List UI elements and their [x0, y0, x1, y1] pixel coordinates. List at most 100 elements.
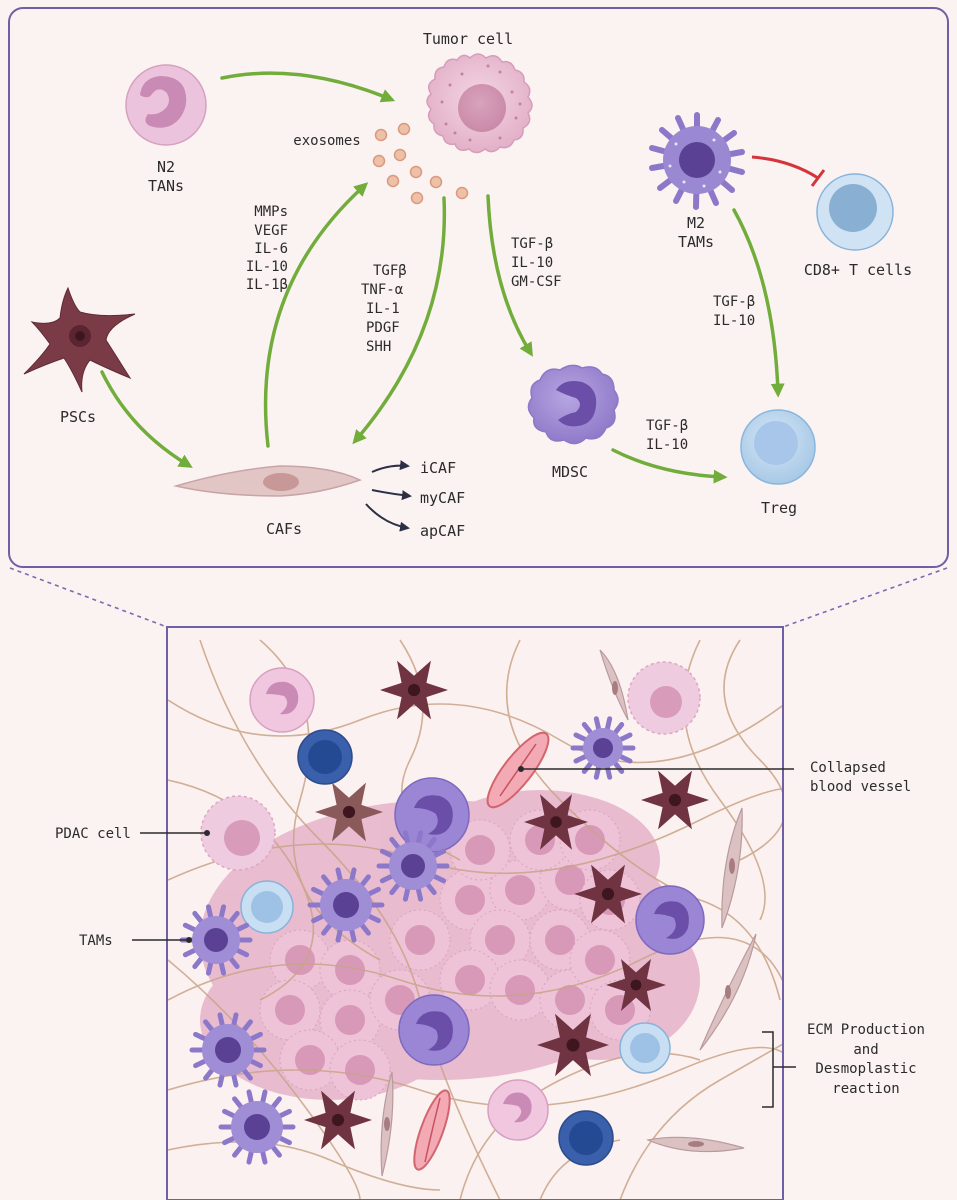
- pdac-nucleus: [585, 945, 615, 975]
- pdac-nucleus: [345, 1055, 375, 1085]
- svg-text:TGF-β: TGF-β: [511, 236, 553, 252]
- pdac-nucleus: [555, 985, 585, 1015]
- pdac-cell-label: PDAC cell: [55, 826, 131, 842]
- psc-cell: [537, 1013, 609, 1077]
- ecm-fiber: [168, 936, 782, 1001]
- mdsc-label: MDSC: [552, 463, 588, 481]
- psc-cell: [304, 1090, 372, 1150]
- tam-cell: [376, 830, 450, 902]
- neutrophil-cells: [249, 667, 549, 1141]
- caf-to-tumor-factors: MMPs VEGF IL-6 IL-10 IL-1β: [246, 204, 288, 293]
- tam-cell: [570, 716, 636, 780]
- pdac-nucleus: [335, 955, 365, 985]
- tam-cell: [218, 1089, 296, 1165]
- ecm-bracket: [762, 1031, 796, 1108]
- svg-text:IL-10: IL-10: [713, 313, 755, 329]
- pdac-nucleus: [575, 825, 605, 855]
- tumor-to-mdsc-factors: TGF-β IL-10 GM-CSF: [511, 236, 562, 290]
- cd8-t-cell: [816, 173, 894, 251]
- arrow-m2-to-treg: [732, 208, 785, 398]
- pdac-nucleus: [335, 1005, 365, 1035]
- zoom-connector-right: [782, 567, 948, 628]
- pdac-nucleus: [505, 875, 535, 905]
- ecm-fiber: [723, 639, 782, 861]
- mycaf-label: myCAF: [420, 489, 465, 507]
- svg-text:reaction: reaction: [832, 1081, 899, 1097]
- arrow-psc-to-caf: [100, 370, 193, 468]
- tumor-cell-label: Tumor cell: [423, 30, 513, 48]
- pscs-label: PSCs: [60, 408, 96, 426]
- n2-tan-cell: [125, 64, 207, 146]
- ecm-fiber: [168, 788, 782, 881]
- treg-label: Treg: [761, 499, 797, 517]
- collapsed-blood-vessel: [413, 731, 550, 1171]
- arrow-tumor-to-caf: [352, 196, 447, 445]
- inhibition-bar: [810, 169, 826, 187]
- svg-text:IL-10: IL-10: [246, 259, 288, 275]
- pdac-cell-isolated: [200, 661, 701, 871]
- tam-cell: [189, 1012, 267, 1088]
- arrow-tan-to-tumor: [220, 71, 396, 103]
- psc-cell: [524, 794, 588, 850]
- pdac-nucleus: [455, 965, 485, 995]
- svg-text:IL-1: IL-1: [366, 301, 400, 317]
- psc-cell: [380, 660, 448, 720]
- pdac-callout: [140, 830, 210, 836]
- arrow-tumor-to-mdsc: [486, 194, 533, 357]
- psc-cell: [315, 782, 383, 842]
- psc-cell: [23, 286, 136, 393]
- ecm-fiber: [168, 959, 361, 1199]
- psc-cell: [574, 864, 642, 924]
- m2-label: M2: [687, 214, 705, 232]
- tumor-to-caf-factors: TGFβ TNF-α IL-1 PDGF SHH: [361, 263, 407, 355]
- pdac-cell-cluster: [259, 809, 651, 1101]
- mdsc-cell: [527, 364, 619, 445]
- caf-cell: [173, 465, 362, 497]
- ecm-fiber: [168, 1141, 441, 1191]
- svg-text:MMPs: MMPs: [254, 204, 288, 220]
- svg-text:TGF-β: TGF-β: [713, 294, 755, 310]
- tam-cell: [307, 867, 385, 943]
- pdac-nucleus: [485, 925, 515, 955]
- pdac-nucleus: [455, 885, 485, 915]
- treg-cell: [740, 409, 816, 485]
- tams-label-top: TAMs: [678, 233, 714, 251]
- psc-cells-bottom: [304, 660, 709, 1150]
- cafs-label: CAFs: [266, 520, 302, 538]
- svg-text:PDGF: PDGF: [366, 320, 400, 336]
- fibroblast-nuclei: [384, 681, 735, 1147]
- svg-text:VEGF: VEGF: [254, 223, 288, 239]
- pdac-nucleus: [295, 1045, 325, 1075]
- arrow-caf-to-apcaf: [365, 503, 410, 532]
- pdac-nucleus: [545, 925, 575, 955]
- svg-text:ECM Production: ECM Production: [807, 1022, 925, 1038]
- exosomes-cluster: [372, 122, 469, 205]
- cd8-label: CD8+ T cells: [804, 261, 912, 279]
- tam-cells: [179, 716, 636, 1165]
- arrow-caf-to-mycaf: [371, 489, 412, 501]
- tams-callout: [132, 937, 192, 943]
- vessel-label-line1: Collapsed: [810, 760, 886, 776]
- arrow-mdsc-to-treg: [611, 448, 728, 484]
- ecm-label: ECM Production and Desmoplastic reaction: [807, 1022, 925, 1097]
- svg-text:IL-1β: IL-1β: [246, 277, 288, 293]
- vessel-callout: [518, 766, 794, 772]
- arrow-caf-to-tumor: [263, 182, 369, 448]
- tissue-scene: [168, 639, 782, 1199]
- vessel-label-line2: blood vessel: [810, 779, 911, 795]
- svg-text:TNF-α: TNF-α: [361, 282, 404, 298]
- tans-label: TANs: [148, 177, 184, 195]
- pdac-nucleus: [555, 865, 585, 895]
- svg-text:SHH: SHH: [366, 339, 391, 355]
- svg-text:IL-10: IL-10: [646, 437, 688, 453]
- pdac-nucleus: [285, 945, 315, 975]
- apcaf-label: apCAF: [420, 522, 465, 540]
- m2-tam-cell: [649, 112, 745, 210]
- ecm-fiber: [505, 639, 781, 1001]
- ecm-fiber: [168, 699, 782, 764]
- svg-text:GM-CSF: GM-CSF: [511, 274, 562, 290]
- pdac-nucleus: [405, 925, 435, 955]
- tams-label-bottom: TAMs: [79, 933, 113, 949]
- exosomes-label: exosomes: [293, 133, 360, 149]
